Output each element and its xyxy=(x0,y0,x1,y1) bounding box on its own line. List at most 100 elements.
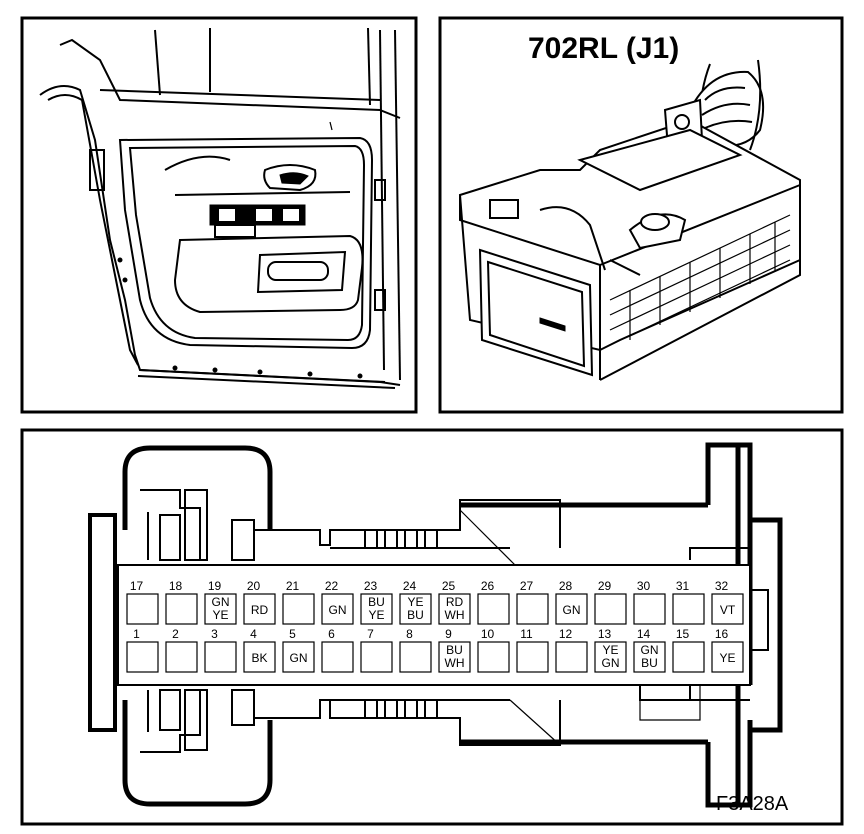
wire-color: WH xyxy=(445,656,465,670)
pin-7: 7 xyxy=(360,627,393,673)
pin-cavity xyxy=(516,641,549,673)
housing-vents xyxy=(609,214,791,346)
figure-code: F3A28A xyxy=(716,793,789,815)
rear-door-illustration xyxy=(20,16,418,414)
pin-number: 18 xyxy=(169,579,183,593)
pin-17: 17 xyxy=(126,579,159,625)
pin-number: 17 xyxy=(130,579,144,593)
pin-number: 4 xyxy=(250,627,257,641)
wire-color: YE xyxy=(368,608,384,622)
pin-4: 4BK xyxy=(243,627,276,673)
pin-cavity xyxy=(360,593,393,625)
pin-number: 16 xyxy=(715,627,729,641)
wire-color: BU xyxy=(368,595,385,609)
pin-number: 23 xyxy=(364,579,378,593)
pin-number: 13 xyxy=(598,627,612,641)
pin-8: 8 xyxy=(399,627,432,673)
pin-cavity xyxy=(516,593,549,625)
pin-18: 18 xyxy=(165,579,198,625)
wire-color: GN xyxy=(563,603,581,617)
pin-number: 6 xyxy=(328,627,335,641)
pin-26: 26 xyxy=(477,579,510,625)
wire-color: GN xyxy=(290,651,308,665)
pin-number: 3 xyxy=(211,627,218,641)
pin-number: 1 xyxy=(133,627,140,641)
pin-cavity xyxy=(594,641,627,673)
pin-cavity xyxy=(672,593,705,625)
pin-cavity xyxy=(321,593,354,625)
pin-21: 21 xyxy=(282,579,315,625)
pin-number: 31 xyxy=(676,579,690,593)
pin-number: 2 xyxy=(172,627,179,641)
wire-color: GN xyxy=(641,643,659,657)
pin-cavity xyxy=(477,593,510,625)
wire-color: WH xyxy=(445,608,465,622)
pin-number: 24 xyxy=(403,579,417,593)
pin-number: 8 xyxy=(406,627,413,641)
pin-number: 20 xyxy=(247,579,261,593)
wire-color: YE xyxy=(407,595,423,609)
pin-11: 11 xyxy=(516,627,549,673)
wire-color: GN xyxy=(329,603,347,617)
pin-cavity xyxy=(243,593,276,625)
pin-cavity xyxy=(555,593,588,625)
pin-cavity xyxy=(438,593,471,625)
pin-cavity xyxy=(282,641,315,673)
pin-cavity xyxy=(204,641,237,673)
wire-color: BK xyxy=(251,651,267,665)
pin-cavity xyxy=(243,641,276,673)
pin-10: 10 xyxy=(477,627,510,673)
pin-cavity xyxy=(633,593,666,625)
wire-color: GN xyxy=(602,656,620,670)
pin-30: 30 xyxy=(633,579,666,625)
pin-cavity xyxy=(711,593,744,625)
pin-cavity xyxy=(360,641,393,673)
pin-cavity xyxy=(165,641,198,673)
pin-cavity xyxy=(204,593,237,625)
connector-label: 702RL (J1) xyxy=(528,32,679,65)
pin-cavity xyxy=(165,593,198,625)
pin-29: 29 xyxy=(594,579,627,625)
wire-color: BU xyxy=(407,608,424,622)
pin-3: 3 xyxy=(204,627,237,673)
wire-color: BU xyxy=(446,643,463,657)
pin-cavity xyxy=(282,593,315,625)
pin-12: 12 xyxy=(555,627,588,673)
pin-number: 32 xyxy=(715,579,729,593)
pin-cavity xyxy=(399,641,432,673)
pin-number: 7 xyxy=(367,627,374,641)
pin-number: 12 xyxy=(559,627,573,641)
pin-number: 22 xyxy=(325,579,339,593)
wire-color: YE xyxy=(602,643,618,657)
connector-illustration: 702RL (J1) xyxy=(438,16,844,414)
pin-cavity xyxy=(633,641,666,673)
pin-number: 25 xyxy=(442,579,456,593)
pin-5: 5GN xyxy=(282,627,315,673)
pin-cavity xyxy=(126,641,159,673)
pin-cavity xyxy=(711,641,744,673)
wire-color: VT xyxy=(720,603,736,617)
pin-cavity xyxy=(126,593,159,625)
pin-cavity xyxy=(438,641,471,673)
pin-31: 31 xyxy=(672,579,705,625)
wire-color: RD xyxy=(251,603,269,617)
pin-number: 26 xyxy=(481,579,495,593)
wire-color: YE xyxy=(212,608,228,622)
pin-number: 21 xyxy=(286,579,300,593)
pin-number: 9 xyxy=(445,627,452,641)
pin-number: 11 xyxy=(520,627,533,641)
